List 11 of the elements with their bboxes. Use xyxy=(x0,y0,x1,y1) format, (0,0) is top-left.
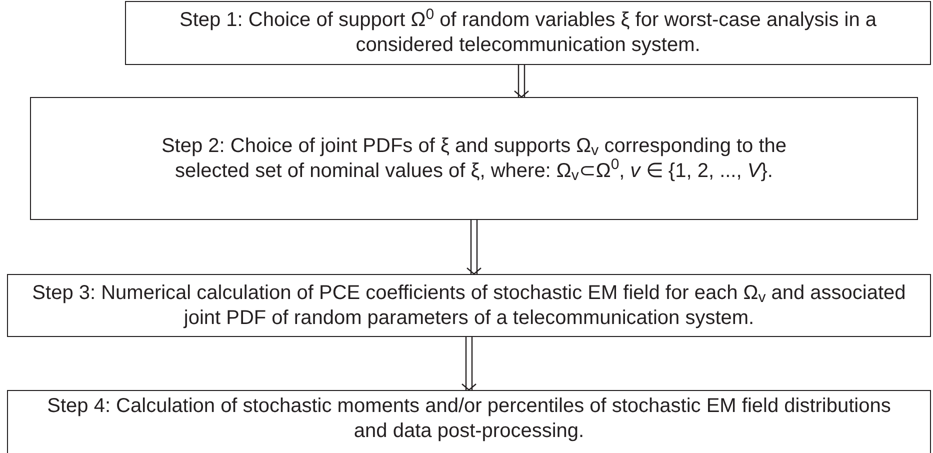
double-arrow xyxy=(514,64,530,98)
step-text: Step 3: Numerical calculation of PCE coefficients of stochastic EM field for each Ω$_{v}$ and associated joint PDF of random parameters of a telecommunication system. xyxy=(31,280,907,330)
double-arrow xyxy=(466,219,482,275)
step-box xyxy=(125,1,931,65)
step-box xyxy=(7,390,931,453)
step-box xyxy=(30,97,918,220)
step-text: Step 4: Calculation of stochastic moments and/or percentiles of stochastic EM field distributions and data post-processing. xyxy=(46,394,892,444)
step-text: Step 2: Choice of joint PDFs of ξ and supports Ω$_{v}$ corresponding to the selected set of nominal values of ξ, where: Ω$_{v}$⊂Ω$^{0}$, v ∈ {1, 2, ..., V}. xyxy=(160,134,788,184)
step-text: Step 1: Choice of support Ω$^{0}$ of random variables ξ for worst-case analysis in a considered telecommunication system. xyxy=(178,8,878,58)
step-box xyxy=(7,274,931,337)
double-arrow xyxy=(461,336,477,391)
